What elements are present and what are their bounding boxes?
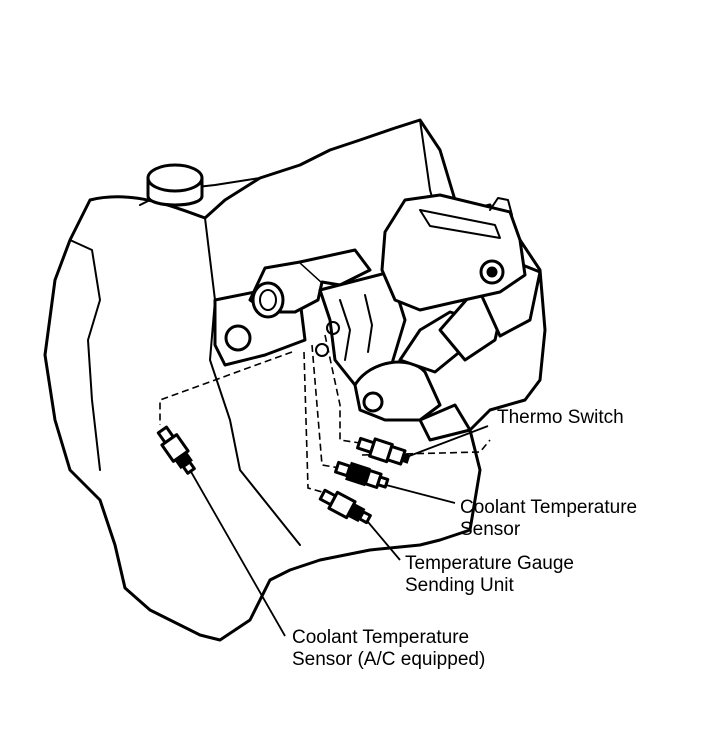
label-line: Sensor (A/C equipped)	[292, 649, 485, 670]
label-line: Sensor	[460, 519, 521, 540]
thermostat-housing	[213, 248, 372, 367]
oil-filler-cap	[146, 163, 204, 207]
label-line: Temperature Gauge	[405, 553, 574, 574]
leader-lines	[189, 425, 489, 637]
label-line: Sending Unit	[405, 575, 515, 596]
label-line: Thermo Switch	[497, 407, 624, 428]
label-line: Coolant Temperature	[460, 497, 637, 518]
sensor-thermo-switch	[356, 436, 411, 466]
sensor-coolant-temp-ac	[156, 425, 196, 475]
label-line: Coolant Temperature	[292, 627, 469, 648]
sensor-coolant-temp	[334, 460, 390, 489]
intake-manifold	[315, 193, 542, 442]
label-thermo-switch: Thermo Switch	[497, 407, 624, 428]
sensor-temp-gauge-unit	[318, 488, 372, 525]
